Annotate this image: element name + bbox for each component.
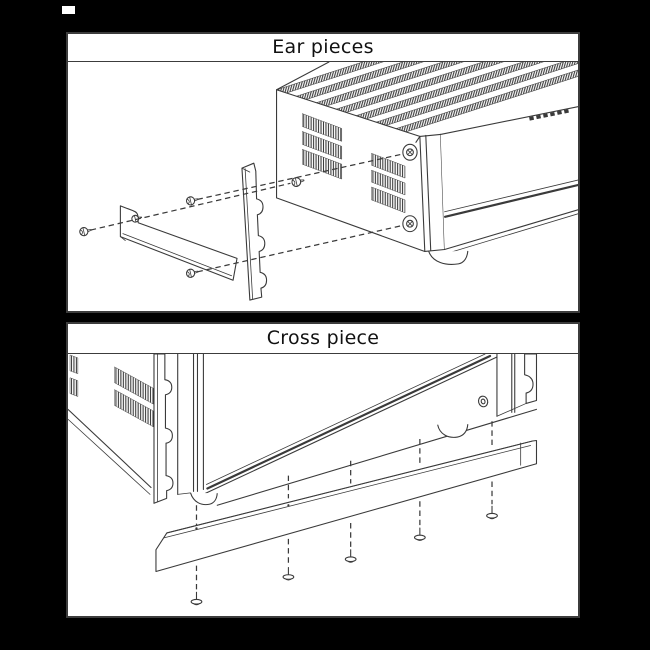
panel-cross-piece-title: Cross piece — [68, 324, 578, 354]
alignment-dashed-lines — [90, 153, 402, 273]
amplifier-foot-right — [437, 424, 469, 438]
rack-ear-strip-left — [153, 354, 174, 504]
panel-cross-piece: Cross piece — [66, 322, 580, 618]
amp-rear-top-edge — [276, 62, 330, 91]
brand-logo-marks — [529, 109, 569, 121]
screw-hole-top — [402, 143, 418, 161]
panel-ear-pieces: Ear pieces — [66, 32, 580, 313]
cross-piece-illustration — [68, 354, 538, 606]
amp-faceplate-edge — [177, 354, 204, 495]
panel-ear-pieces-title: Ear pieces — [68, 34, 578, 62]
rack-ear-strip — [241, 162, 268, 301]
amplifier-foot — [428, 250, 469, 265]
cross-piece-bar — [155, 439, 538, 573]
mounting-screw-4 — [185, 268, 199, 278]
vent-grille-side-left — [301, 113, 343, 180]
mounting-screw-3 — [185, 196, 199, 206]
bar-screw-hole — [195, 527, 198, 530]
rack-ear-strip-right — [496, 354, 538, 417]
amplifier-unit — [276, 62, 578, 265]
screw-hole-bottom — [402, 215, 418, 233]
chassis-screw — [291, 177, 305, 187]
amp-side-bottom-edge — [68, 408, 152, 489]
amp-front-face — [204, 354, 498, 494]
mounting-screw-2 — [131, 214, 143, 223]
amplifier-foot-left — [190, 492, 218, 506]
ear-pieces-illustration — [79, 62, 578, 301]
ear-bracket — [119, 205, 238, 281]
amplifier-unit — [68, 354, 538, 506]
screen-artifact — [62, 6, 75, 14]
vent-grille-side — [69, 354, 155, 428]
mounting-screw-1 — [79, 227, 92, 237]
amp-underside-rear-edge — [216, 408, 538, 506]
bar-screw-hole — [287, 504, 290, 507]
amp-side-bottom-edge2 — [68, 418, 151, 495]
alignment-dashed-lines — [195, 421, 493, 591]
amp-front-face — [440, 106, 578, 254]
screw-hole-bottom-panel — [477, 395, 489, 408]
